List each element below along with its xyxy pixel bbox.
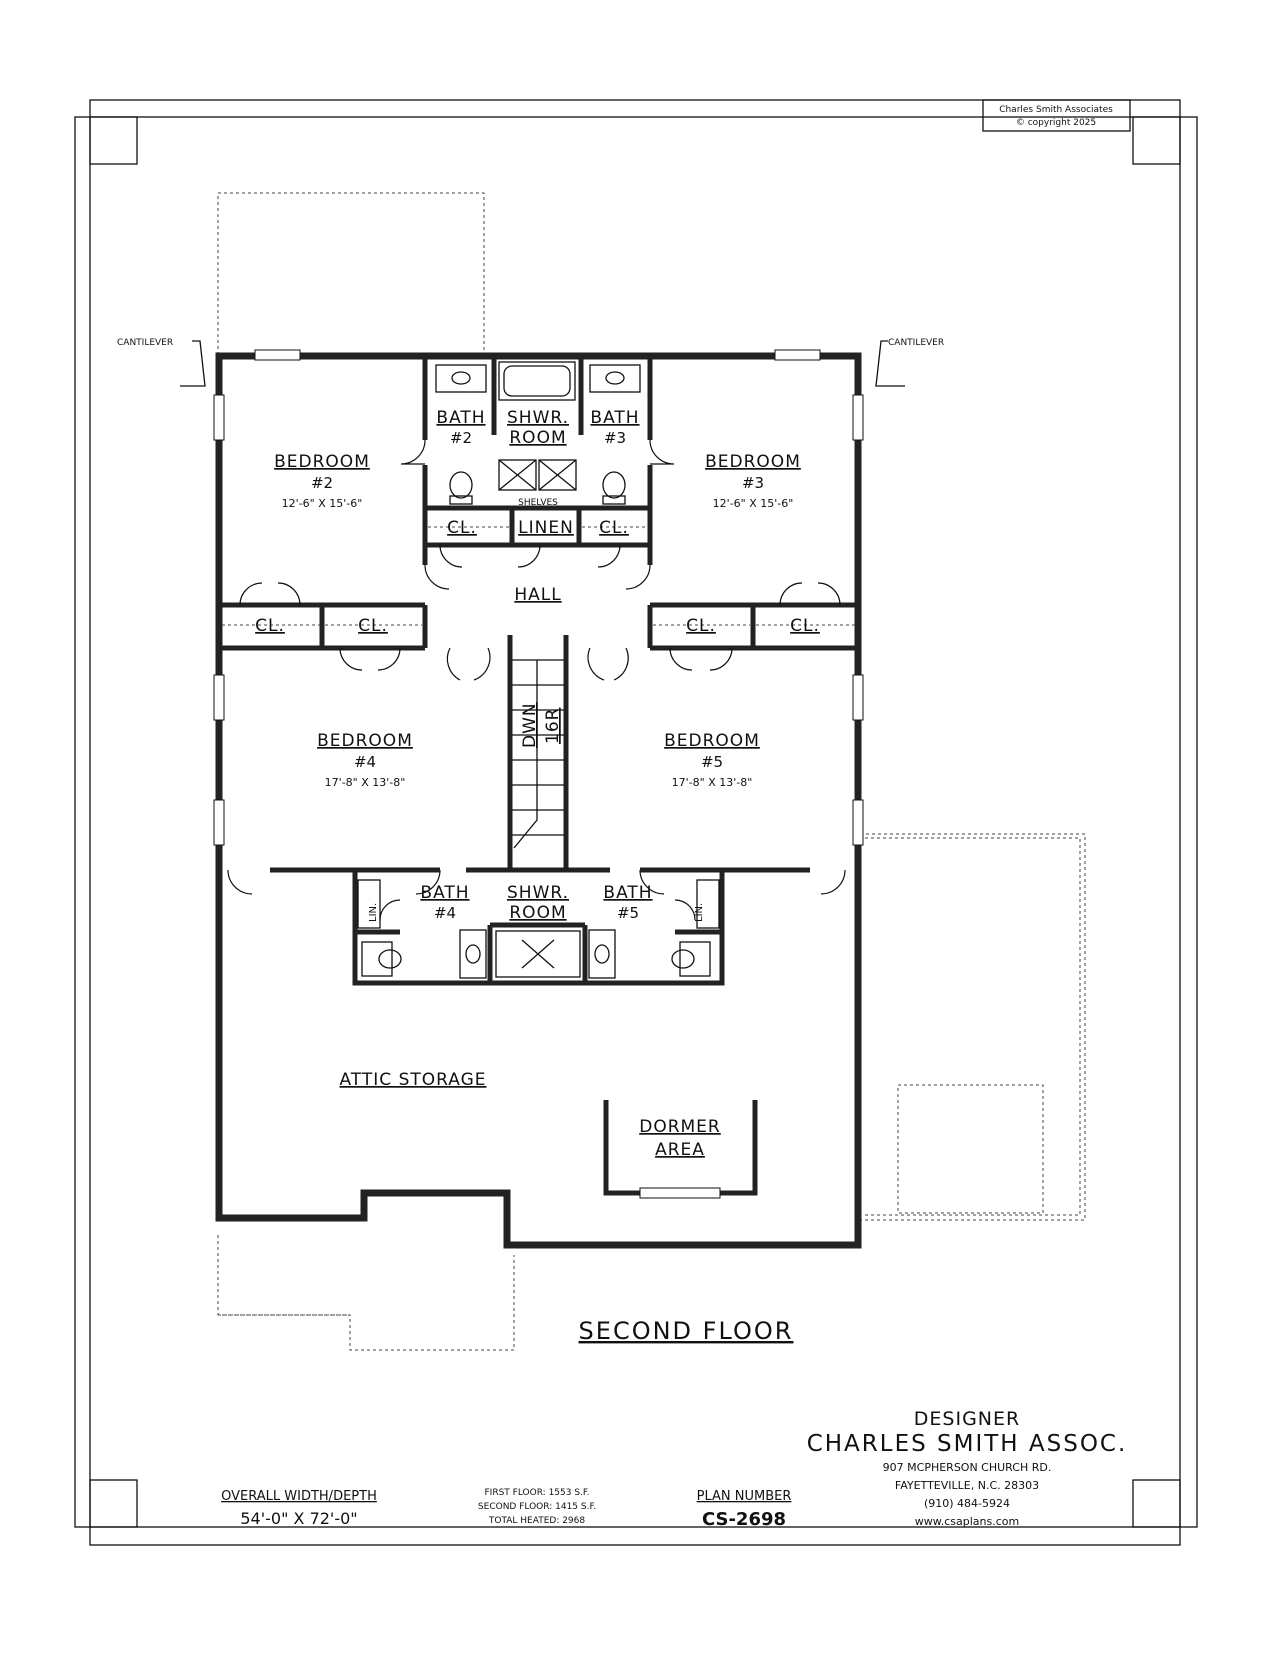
corner-box-bl bbox=[89, 1479, 138, 1528]
window bbox=[852, 674, 864, 721]
closet-label: CL. bbox=[255, 616, 285, 636]
linen-shelf bbox=[357, 879, 381, 929]
copyright-box: Charles Smith Associates © copyright 202… bbox=[982, 99, 1131, 132]
bath5-name: BATH bbox=[603, 883, 652, 903]
window bbox=[852, 799, 864, 846]
bedroom3-size: 12'-6" X 15'-6" bbox=[713, 497, 794, 510]
sink bbox=[588, 929, 616, 979]
designer-city: FAYETTEVILLE, N.C. 28303 bbox=[895, 1479, 1039, 1492]
shelf-box bbox=[538, 459, 577, 491]
designer-heading: DESIGNER bbox=[914, 1408, 1020, 1430]
bath3-number: #3 bbox=[604, 429, 626, 447]
copyright-line1: Charles Smith Associates bbox=[999, 105, 1113, 115]
plan-number-label: PLAN NUMBER bbox=[697, 1489, 792, 1504]
closet-label: CL. bbox=[358, 616, 388, 636]
window bbox=[254, 349, 301, 361]
window bbox=[213, 674, 225, 721]
bedroom2-size: 12'-6" X 15'-6" bbox=[282, 497, 363, 510]
closet-label: CL. bbox=[447, 518, 477, 538]
stair-treads bbox=[512, 659, 564, 849]
linen-shelf bbox=[696, 879, 720, 929]
overall-label: OVERALL WIDTH/DEPTH bbox=[221, 1489, 377, 1504]
bedroom2-name: BEDROOM bbox=[274, 452, 370, 472]
bedroom3-name: BEDROOM bbox=[705, 452, 801, 472]
bedroom4-name: BEDROOM bbox=[317, 731, 413, 751]
bedroom5-name: BEDROOM bbox=[664, 731, 760, 751]
window bbox=[213, 394, 225, 441]
corner-box-tl bbox=[89, 116, 138, 165]
lin-label: LIN. bbox=[368, 903, 379, 922]
bedroom2-number: #2 bbox=[311, 474, 333, 492]
total-heated-area: TOTAL HEATED: 2968 bbox=[488, 1516, 586, 1526]
bath2-number: #2 bbox=[450, 429, 472, 447]
bath4-number: #4 bbox=[434, 904, 456, 922]
stair-risers-label: 16R bbox=[543, 708, 563, 744]
plan-title: SECOND FLOOR bbox=[579, 1317, 794, 1345]
toilet bbox=[449, 471, 473, 499]
overall-value: 54'-0" X 72'-0" bbox=[240, 1509, 357, 1528]
first-floor-area: FIRST FLOOR: 1553 S.F. bbox=[485, 1488, 590, 1498]
shower-lower-line1: SHWR. bbox=[507, 883, 569, 903]
designer-name: CHARLES SMITH ASSOC. bbox=[807, 1431, 1128, 1457]
sink bbox=[435, 364, 487, 393]
closet-label: CL. bbox=[599, 518, 629, 538]
hall-label: HALL bbox=[514, 585, 561, 605]
sheet-border bbox=[74, 99, 1198, 1546]
door-swings bbox=[227, 439, 846, 921]
first-floor-outline bbox=[217, 192, 1086, 1351]
attic-label: ATTIC STORAGE bbox=[340, 1070, 487, 1090]
bathtub bbox=[498, 361, 576, 401]
toilet bbox=[361, 941, 393, 977]
linen-label: LINEN bbox=[518, 518, 574, 538]
bedroom4-size: 17'-8" X 13'-8" bbox=[325, 776, 406, 789]
bath2-name: BATH bbox=[436, 408, 485, 428]
shower-upper-line1: SHWR. bbox=[507, 408, 569, 428]
interior-walls bbox=[219, 356, 858, 1199]
shower-lower-line2: ROOM bbox=[509, 903, 566, 923]
copyright-line2: © copyright 2025 bbox=[1016, 118, 1096, 128]
designer-web: www.csaplans.com bbox=[915, 1515, 1019, 1528]
title-block: DESIGNER CHARLES SMITH ASSOC. 907 MCPHER… bbox=[221, 1408, 1128, 1530]
sink bbox=[589, 364, 641, 393]
designer-phone: (910) 484-5924 bbox=[924, 1497, 1010, 1510]
bath3-name: BATH bbox=[590, 408, 639, 428]
bath5-number: #5 bbox=[617, 904, 639, 922]
dormer-line2: AREA bbox=[655, 1140, 705, 1160]
sink bbox=[459, 929, 487, 979]
toilet bbox=[679, 941, 711, 977]
cantilever-notes: CANTILEVER CANTILEVER bbox=[117, 338, 944, 387]
dormer-line1: DORMER bbox=[639, 1117, 721, 1137]
closet-label: CL. bbox=[790, 616, 820, 636]
toilet bbox=[602, 471, 626, 499]
designer-address: 907 MCPHERSON CHURCH RD. bbox=[883, 1461, 1052, 1474]
bedroom3-number: #3 bbox=[742, 474, 764, 492]
window bbox=[213, 799, 225, 846]
fixtures bbox=[222, 361, 855, 979]
shower-upper-line2: ROOM bbox=[509, 428, 566, 448]
closet-label: CL. bbox=[686, 616, 716, 636]
bath4-name: BATH bbox=[420, 883, 469, 903]
stair-dwn-label: DWN bbox=[520, 702, 540, 748]
corner-box-br bbox=[1132, 1479, 1181, 1528]
bedroom5-number: #5 bbox=[701, 753, 723, 771]
cantilever-right: CANTILEVER bbox=[888, 338, 944, 348]
exterior-walls bbox=[213, 349, 864, 1249]
window bbox=[852, 394, 864, 441]
corner-box-tr bbox=[1132, 116, 1181, 165]
cantilever-left: CANTILEVER bbox=[117, 338, 173, 348]
bedroom4-number: #4 bbox=[354, 753, 376, 771]
window bbox=[774, 349, 821, 361]
lin-label: LIN. bbox=[694, 903, 705, 922]
second-floor-area: SECOND FLOOR: 1415 S.F. bbox=[478, 1502, 596, 1512]
room-labels: BEDROOM #2 12'-6" X 15'-6" BEDROOM #3 12… bbox=[255, 408, 820, 1160]
shelf-box bbox=[498, 459, 537, 491]
shelves-label: SHELVES bbox=[518, 498, 558, 508]
plan-number-value: CS-2698 bbox=[702, 1509, 786, 1530]
bedroom5-size: 17'-8" X 13'-8" bbox=[672, 776, 753, 789]
window bbox=[639, 1187, 721, 1199]
shower-pan bbox=[495, 930, 581, 978]
